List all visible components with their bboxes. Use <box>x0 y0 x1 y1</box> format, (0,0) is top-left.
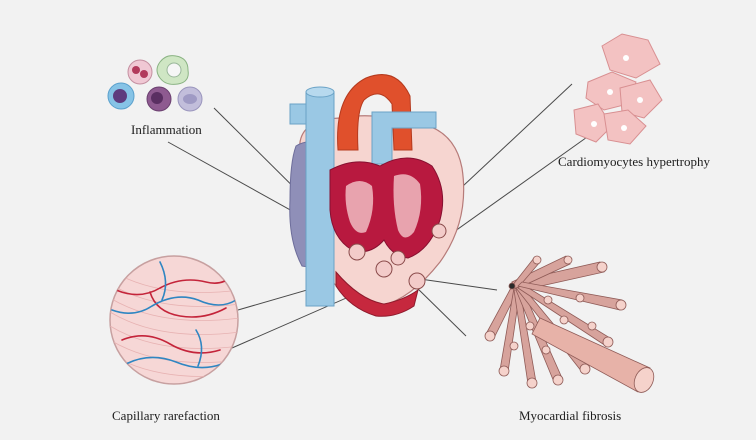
label-capillary-rarefaction: Capillary rarefaction <box>112 408 220 424</box>
cardiomyocytes-cluster <box>574 34 662 144</box>
monocyte-cell <box>147 87 171 111</box>
fibrosis-fibre-bundle <box>485 256 658 396</box>
pulmonary-vessel <box>290 104 306 124</box>
neutrophil-cell <box>178 87 202 111</box>
inflammatory-cells <box>108 56 202 111</box>
heart <box>290 75 464 317</box>
label-cardiomyocytes-hypertrophy: Cardiomyocytes hypertrophy <box>558 154 710 170</box>
eosinophil-cell <box>128 60 152 84</box>
label-inflammation: Inflammation <box>131 122 202 138</box>
capillary-tissue-inset <box>110 256 240 391</box>
connector-fibrosis-1 <box>413 278 497 290</box>
label-myocardial-fibrosis: Myocardial fibrosis <box>519 408 621 424</box>
connector-fibrosis-2 <box>413 284 466 336</box>
fibrosis-focal-point <box>509 283 515 289</box>
macrophage-cell <box>157 56 188 85</box>
lymphocyte-cell-blue <box>108 83 134 109</box>
